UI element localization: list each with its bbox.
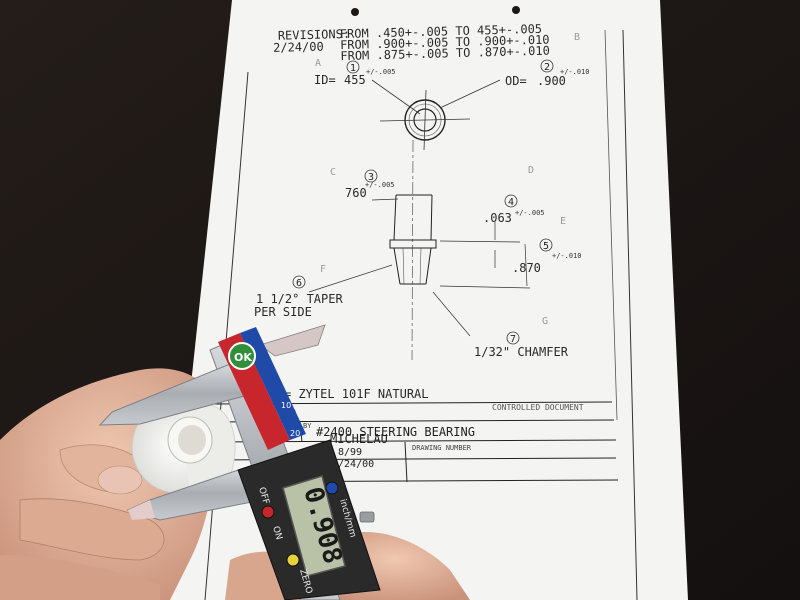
balloon-3: 3: [364, 169, 378, 183]
zone-letter-f: F: [320, 264, 326, 275]
svg-text:6: 6: [296, 278, 302, 289]
id-label: ID=: [314, 73, 336, 87]
id-tolerance: +/-.005: [366, 68, 396, 76]
ok-sticker: [228, 342, 256, 370]
top-view-outer-circle: [404, 99, 446, 141]
revision-line-3: FROM .875+-.005 TO .870+-.010: [340, 44, 550, 63]
zone-letter-d: D: [528, 165, 534, 176]
zone-letter-b: B: [574, 32, 580, 43]
punch-hole-left: [351, 8, 359, 16]
balloon-6: 6: [292, 275, 306, 289]
od-value: .900: [537, 74, 566, 88]
top-view: [371, 79, 501, 151]
zero-button[interactable]: [286, 553, 300, 567]
zone-letter-e: E: [560, 216, 566, 227]
revision-line-2: FROM .900+-.005 TO .900+-.010: [340, 33, 550, 52]
zone-letter-c: C: [330, 167, 336, 178]
material-note: = ZYTEL 101F NATURAL: [284, 387, 429, 401]
punch-hole-right: [512, 6, 520, 14]
border-line-right: [622, 29, 638, 600]
zone-letter-a: A: [315, 58, 321, 69]
scale-number-10: 10: [281, 401, 291, 410]
scale-number-20: 20: [290, 429, 300, 438]
balloon-4: 4: [504, 194, 518, 208]
on-button-label: ON: [270, 525, 283, 541]
revisions-date: 2/24/00: [273, 40, 324, 55]
od-leader: [439, 79, 501, 109]
taper-line-1: 1 1/2° TAPER: [256, 292, 343, 306]
date-1: 8/99: [338, 447, 362, 458]
revision-line-1: FROM .450+-.005 TO 455+-.005: [340, 22, 543, 41]
dim-870: .870: [512, 261, 541, 275]
part-title: #2400 STEERING BEARING: [316, 425, 475, 439]
paper-sheet: [168, 0, 688, 600]
side-view-centerline: [411, 139, 414, 361]
top-view-centerline-v: [423, 89, 427, 151]
steering-bearing-part: [131, 400, 236, 494]
controlled-document-stamp: CONTROLLED DOCUMENT: [492, 403, 584, 412]
caliper-scale-strip-blue: [240, 327, 306, 440]
taper-line-2: PER SIDE: [254, 305, 312, 319]
balloon-7: 7: [506, 331, 520, 345]
dim-760: 760: [345, 186, 367, 200]
side-view: [308, 139, 531, 361]
dim-063: .063: [483, 211, 512, 225]
digital-caliper: OK 10 20 0.908 OFF ON ZERO inch/mm: [98, 324, 381, 600]
id-leader: [371, 79, 421, 115]
id-value: 455: [344, 73, 366, 87]
border-line-right-inner: [604, 29, 618, 421]
dim-870-tol: +/-.010: [552, 252, 582, 260]
unit-button[interactable]: [325, 481, 339, 495]
caliper-lcd-screen: [282, 475, 346, 577]
off-button[interactable]: [261, 505, 275, 519]
balloon-2: 2: [540, 59, 554, 73]
od-tolerance: +/-.010: [560, 68, 590, 76]
date-2: 2/24/00: [332, 459, 374, 470]
svg-text:3: 3: [368, 172, 374, 183]
balloon-5: 5: [539, 238, 553, 252]
caliper-lower-jaw-tip: [128, 500, 155, 520]
border-line-left: [204, 71, 249, 600]
dim-760-tol: +/-.005: [365, 181, 395, 189]
svg-text:4: 4: [508, 197, 514, 208]
dim-063-tol: +/-.005: [515, 209, 545, 217]
caliper-inside-jaw: [259, 324, 326, 357]
by-label: BY: [303, 422, 312, 430]
revisions-label: REVISIONS:: [278, 27, 351, 43]
chamfer-note: 1/32" CHAMFER: [474, 345, 569, 359]
svg-text:1: 1: [350, 63, 356, 74]
balloon-1: 1: [346, 60, 360, 74]
revisions-block: REVISIONS: 2/24/00 FROM .450+-.005 TO 45…: [273, 22, 550, 63]
od-label: OD=: [505, 74, 527, 88]
svg-text:7: 7: [510, 334, 516, 345]
off-button-label: OFF: [256, 486, 270, 506]
svg-text:5: 5: [543, 241, 549, 252]
caliper-lock-screw[interactable]: [359, 511, 375, 523]
drawn-by: MICHELAU: [330, 432, 388, 446]
zone-letter-g: G: [542, 316, 548, 327]
svg-text:2: 2: [544, 62, 550, 73]
ok-sticker-label: OK: [234, 351, 252, 364]
drawing-number-label: DRAWING NUMBER: [412, 444, 472, 452]
